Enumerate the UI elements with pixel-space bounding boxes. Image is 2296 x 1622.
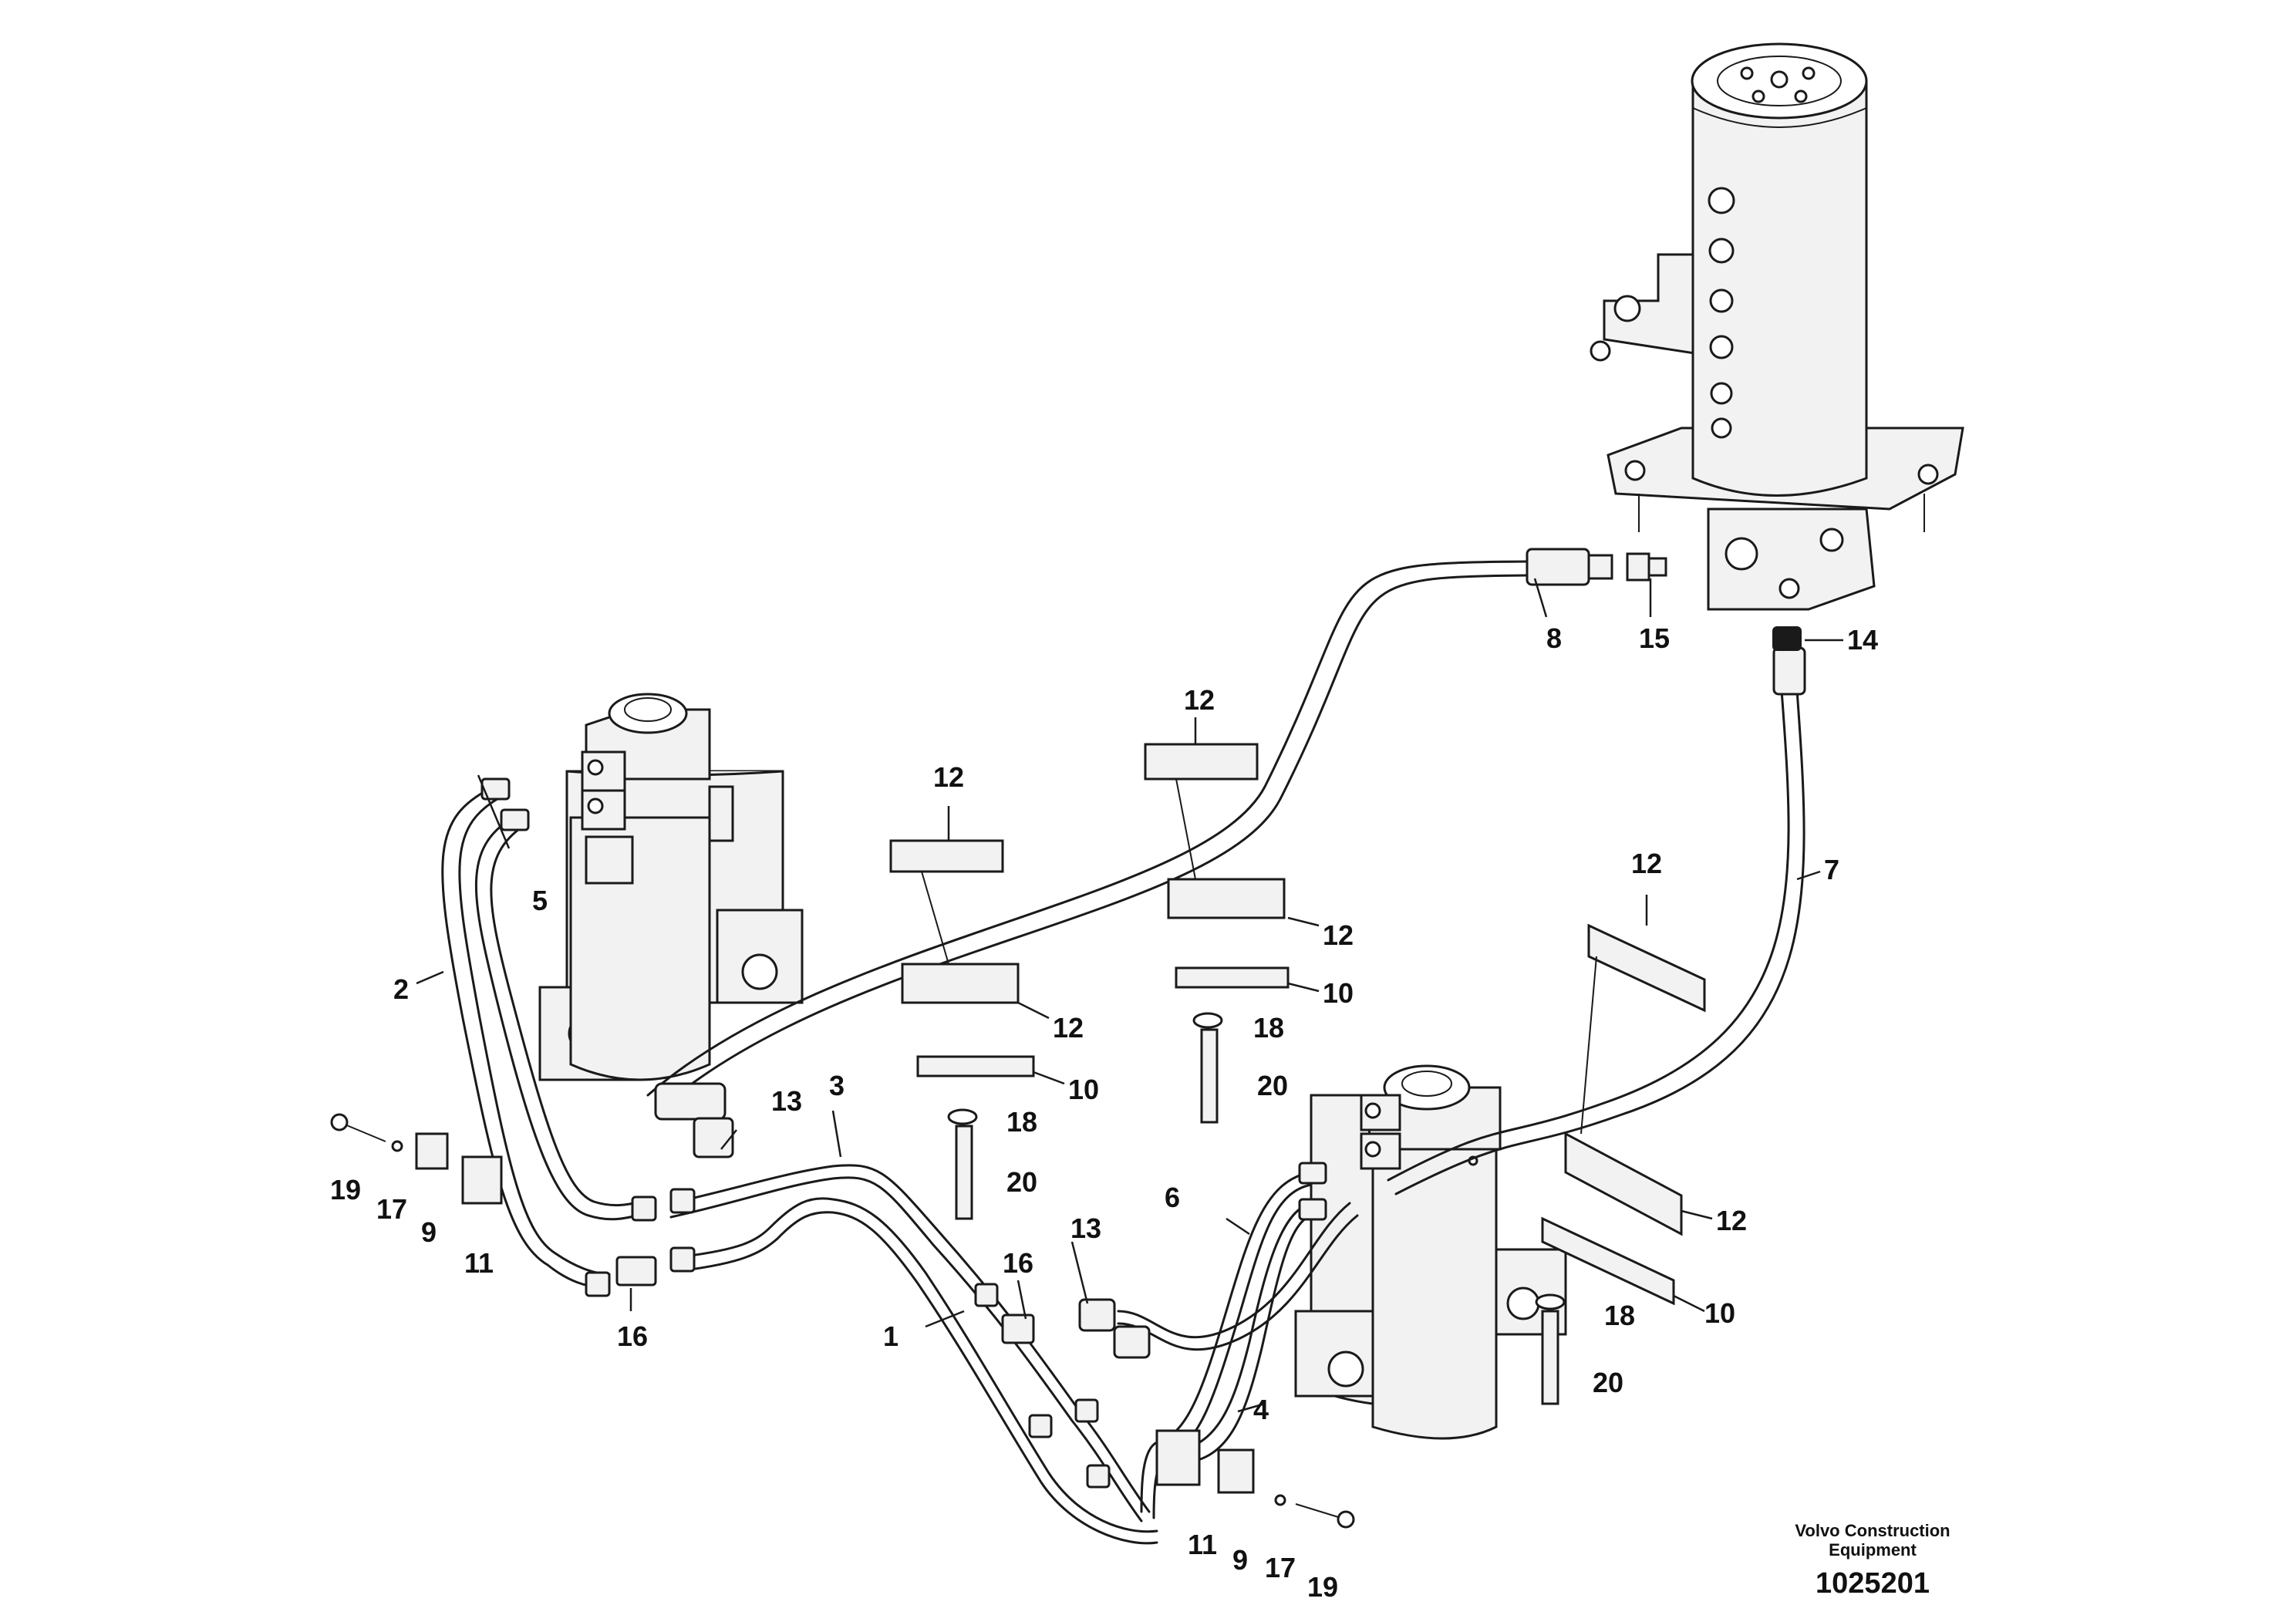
clamp-group-middle [1144,743,1290,1124]
adapter-15 [1626,552,1667,582]
callout-13-upper: 13 [771,1085,802,1117]
hose-8 [646,548,1613,1109]
callout-19-right: 19 [1307,1571,1338,1603]
callout-11-left: 11 [464,1247,494,1279]
brand-line-2: Equipment [1829,1540,1917,1560]
pipe-fittings [585,1082,1151,1489]
drawing-footer: Volvo Construction Equipment 1025201 [1795,1521,1950,1600]
fitting-14 [1772,626,1802,651]
swivel-joint [1590,42,1964,611]
callout-18-left: 18 [1006,1106,1037,1138]
pipes-2-5 [441,777,642,1290]
right-travel-motor [1294,1064,1567,1440]
callout-3: 3 [829,1070,845,1101]
drawing-number: 1025201 [1816,1567,1930,1600]
callout-15: 15 [1639,622,1670,654]
callout-12-top: 12 [1184,684,1215,716]
clamp-group-right [1535,923,1706,1405]
clamp-hardware-right [1155,1429,1355,1529]
pipes-1-3 [669,1164,1158,1545]
callout-10-middle: 10 [1323,977,1354,1009]
callout-4: 4 [1253,1394,1269,1425]
callout-18-middle: 18 [1253,1012,1284,1044]
hose-7 [1387,646,1806,1195]
callout-1: 1 [883,1320,899,1352]
callout-9-right: 9 [1232,1544,1248,1576]
callout-17-left: 17 [376,1193,407,1225]
callout-18-right: 18 [1604,1300,1635,1331]
callout-12-lower-left: 12 [1053,1012,1084,1044]
callout-2: 2 [393,973,409,1005]
callout-8: 8 [1546,622,1562,654]
callout-10-left: 10 [1068,1074,1099,1105]
callout-20-left: 20 [1006,1166,1037,1198]
callout-labels: 8 15 14 7 12 12 12 12 12 12 10 10 10 18 … [330,622,1878,1603]
callout-16-middle: 16 [1003,1247,1033,1279]
callout-11-right: 11 [1188,1529,1217,1560]
callout-16-left: 16 [617,1320,648,1352]
callout-12-middle: 12 [1323,919,1354,951]
callout-17-right: 17 [1265,1552,1296,1583]
callout-10-right: 10 [1704,1297,1735,1329]
callout-9-left: 9 [421,1216,437,1248]
callout-12-right: 12 [1631,848,1662,879]
callout-20-middle: 20 [1257,1070,1288,1101]
left-travel-motor [538,693,804,1081]
callout-13-lower: 13 [1070,1212,1101,1244]
leader-lines [416,578,1843,1413]
callout-12-left: 12 [933,761,964,793]
callout-20-right: 20 [1593,1367,1623,1398]
brand-line-1: Volvo Construction [1795,1521,1950,1540]
clamp-group-left [889,839,1035,1220]
hose-13-lower [1117,1202,1359,1351]
callout-5: 5 [532,885,548,916]
callout-6: 6 [1165,1182,1180,1213]
callout-12-lower-right: 12 [1716,1205,1747,1236]
clamp-hardware-left [330,1113,503,1205]
callout-14: 14 [1847,624,1878,656]
callout-7: 7 [1824,854,1839,885]
callout-19-left: 19 [330,1174,361,1206]
pipes-4-6 [1140,1162,1327,1519]
